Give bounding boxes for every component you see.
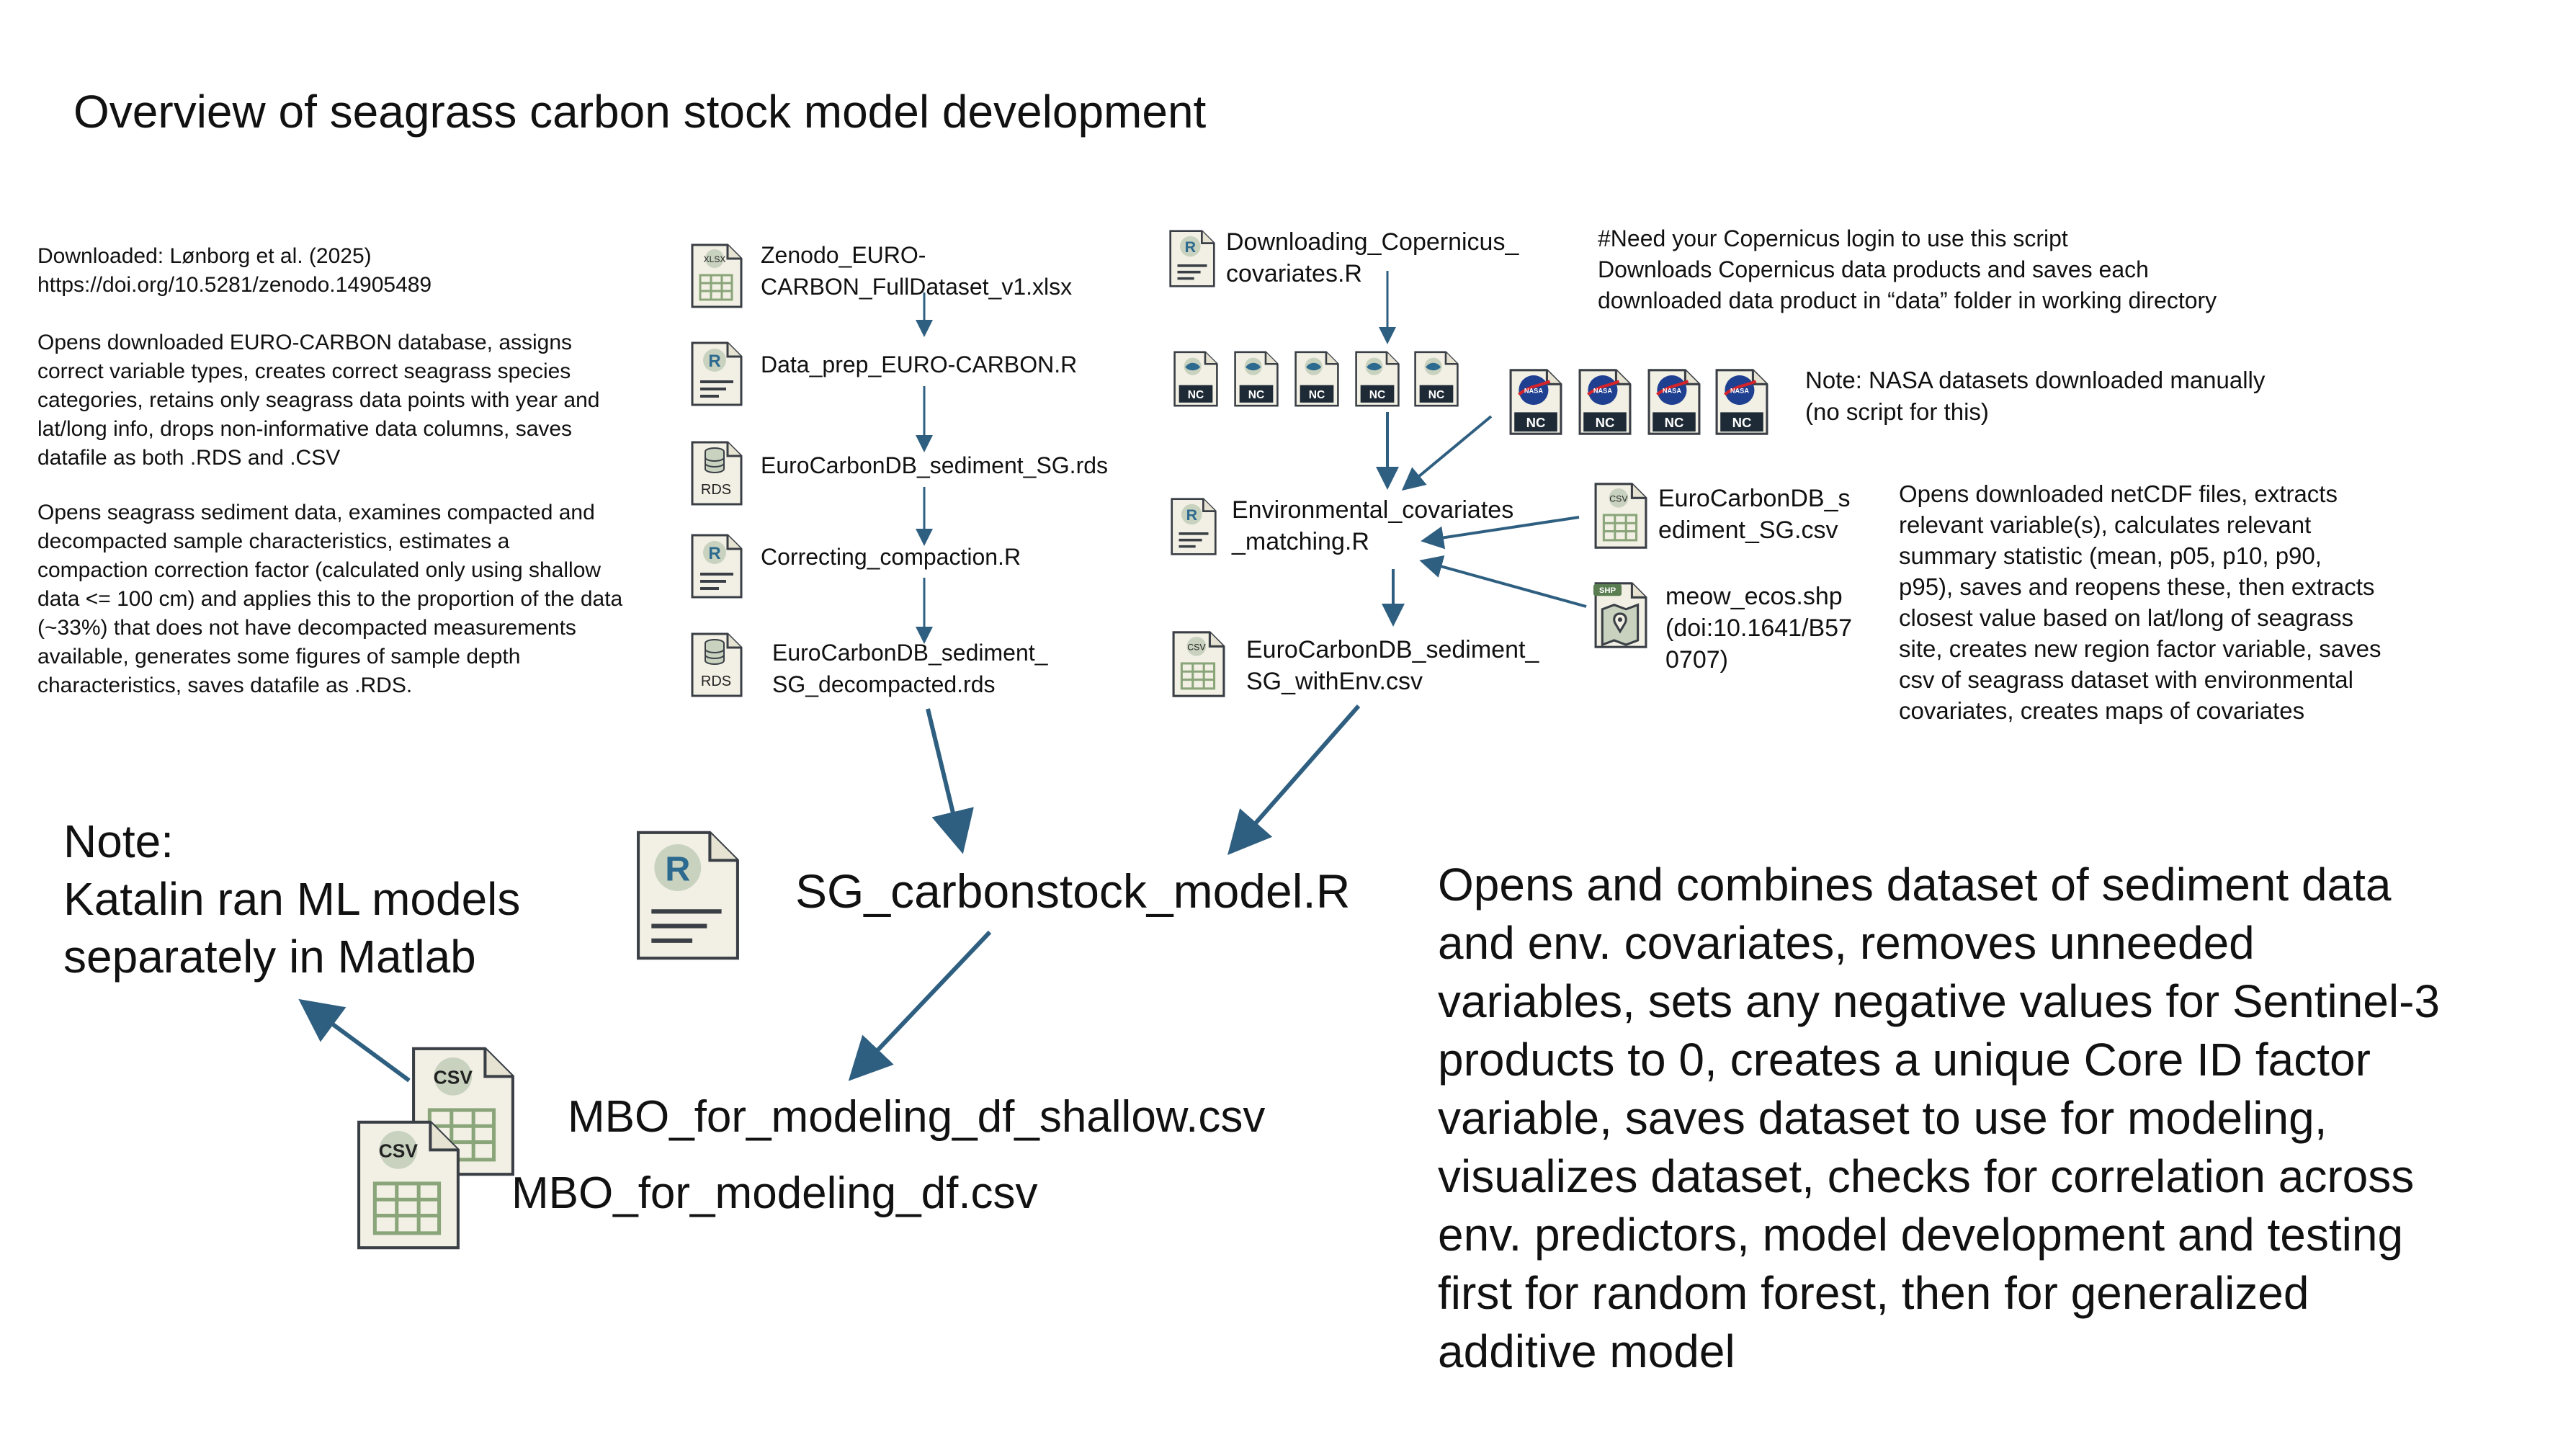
nc-badge: NC xyxy=(1732,415,1752,430)
nasa-file-icon[interactable]: NASA NC xyxy=(1647,367,1701,437)
arrow-nasa-to-matching xyxy=(1401,415,1493,491)
nc-badge: NC xyxy=(1596,415,1615,430)
r-script-icon[interactable]: R xyxy=(690,533,743,599)
csv-badge: CSV xyxy=(1609,493,1628,504)
nasa-file-icon[interactable]: NASA NC xyxy=(1508,367,1563,437)
r-script-icon[interactable]: R xyxy=(634,827,742,964)
arrow-withenv-to-model xyxy=(1227,704,1361,856)
netcdf-file-icon[interactable]: NC xyxy=(1413,350,1459,408)
file-label-xlsx[interactable]: Zenodo_EURO- CARBON_FullDataset_v1.xlsx xyxy=(761,242,1073,300)
xlsx-file-icon[interactable]: XLSX xyxy=(690,243,743,309)
page-title: Overview of seagrass carbon stock model … xyxy=(73,86,1207,138)
rds-file-icon[interactable]: RDS xyxy=(690,440,743,506)
r-badge: R xyxy=(665,850,690,889)
nc-badge: NC xyxy=(1428,389,1444,401)
rds-badge: RDS xyxy=(701,674,731,689)
download-source-note: Downloaded: Lønborg et al. (2025) https:… xyxy=(37,244,432,297)
nc-badge: NC xyxy=(1188,389,1204,401)
file-label-shapefile[interactable]: meow_ecos.shp (doi:10.1641/B57 0707) xyxy=(1665,583,1852,674)
nc-badge: NC xyxy=(1526,415,1546,430)
arrow-decompacted-to-model xyxy=(926,708,974,854)
file-label-csv-input[interactable]: EuroCarbonDB_s ediment_SG.csv xyxy=(1658,485,1851,544)
r-badge: R xyxy=(708,544,720,563)
arrow-outputs-to-ml-note xyxy=(298,998,411,1083)
file-label-compaction[interactable]: Correcting_compaction.R xyxy=(761,544,1021,570)
matching-description: Opens downloaded netCDF files, extracts … xyxy=(1899,480,2382,724)
nc-badge: NC xyxy=(1248,389,1264,401)
r-script-icon[interactable]: R xyxy=(1170,497,1217,556)
r-badge: R xyxy=(1186,506,1197,524)
arrow-model-to-outputs xyxy=(848,930,992,1081)
csv-badge: CSV xyxy=(379,1140,419,1161)
file-label-rds-sediment[interactable]: EuroCarbonDB_sediment_SG.rds xyxy=(761,452,1109,478)
output-full-label[interactable]: MBO_for_modeling_df.csv xyxy=(511,1168,1038,1218)
model-script-label[interactable]: SG_carbonstock_model.R xyxy=(795,864,1351,918)
xlsx-badge: XLSX xyxy=(704,254,726,264)
shp-badge: SHP xyxy=(1599,586,1616,595)
nasa-logo-text: NASA xyxy=(1663,388,1681,395)
csv-badge: CSV xyxy=(1187,642,1206,652)
shapefile-map-icon[interactable]: SHP xyxy=(1593,581,1648,650)
csv-badge: CSV xyxy=(434,1066,473,1088)
file-label-download-copernicus[interactable]: Downloading_Copernicus_ covariates.R xyxy=(1226,228,1519,287)
nc-badge: NC xyxy=(1665,415,1684,430)
csv-file-icon[interactable]: CSV xyxy=(354,1117,462,1253)
netcdf-file-icon[interactable]: NC xyxy=(1294,350,1340,408)
rds-badge: RDS xyxy=(701,482,731,498)
netcdf-file-icon[interactable]: NC xyxy=(1173,350,1219,408)
r-badge: R xyxy=(708,352,720,371)
netcdf-file-icon[interactable]: NC xyxy=(1233,350,1279,408)
netcdf-file-icon[interactable]: NC xyxy=(1354,350,1400,408)
nasa-file-icon[interactable]: NASA NC xyxy=(1714,367,1769,437)
ml-note: Note: Katalin ran ML models separately i… xyxy=(63,815,521,983)
nasa-note: Note: NASA datasets downloaded manually … xyxy=(1805,367,2266,425)
file-label-data-prep[interactable]: Data_prep_EURO-CARBON.R xyxy=(761,352,1078,377)
data-prep-description: Opens downloaded EURO-CARBON database, a… xyxy=(37,331,600,470)
output-shallow-label[interactable]: MBO_for_modeling_df_shallow.csv xyxy=(568,1092,1266,1142)
file-label-with-env[interactable]: EuroCarbonDB_sediment_ SG_withEnv.csv xyxy=(1246,636,1539,695)
arrow-shp-to-matching xyxy=(1419,555,1587,608)
nc-badge: NC xyxy=(1369,389,1385,401)
copernicus-note: #Need your Copernicus login to use this … xyxy=(1598,225,2217,313)
csv-file-icon[interactable]: CSV xyxy=(1171,630,1226,699)
r-badge: R xyxy=(1185,238,1196,256)
rds-file-icon[interactable]: RDS xyxy=(690,632,743,698)
file-label-env-matching[interactable]: Environmental_covariates _matching.R xyxy=(1232,496,1514,555)
r-script-icon[interactable]: R xyxy=(1168,229,1216,288)
nasa-logo-text: NASA xyxy=(1524,388,1543,395)
nasa-file-icon[interactable]: NASA NC xyxy=(1578,367,1632,437)
file-label-decompacted[interactable]: EuroCarbonDB_sediment_ SG_decompacted.rd… xyxy=(772,640,1048,697)
r-script-icon[interactable]: R xyxy=(690,341,743,407)
nasa-logo-text: NASA xyxy=(1730,388,1749,395)
nc-badge: NC xyxy=(1309,389,1325,401)
nasa-logo-text: NASA xyxy=(1593,388,1612,395)
csv-file-icon[interactable]: CSV xyxy=(1593,481,1648,550)
model-description: Opens and combines dataset of sediment d… xyxy=(1438,859,2440,1377)
compaction-description: Opens seagrass sediment data, examines c… xyxy=(37,501,623,697)
